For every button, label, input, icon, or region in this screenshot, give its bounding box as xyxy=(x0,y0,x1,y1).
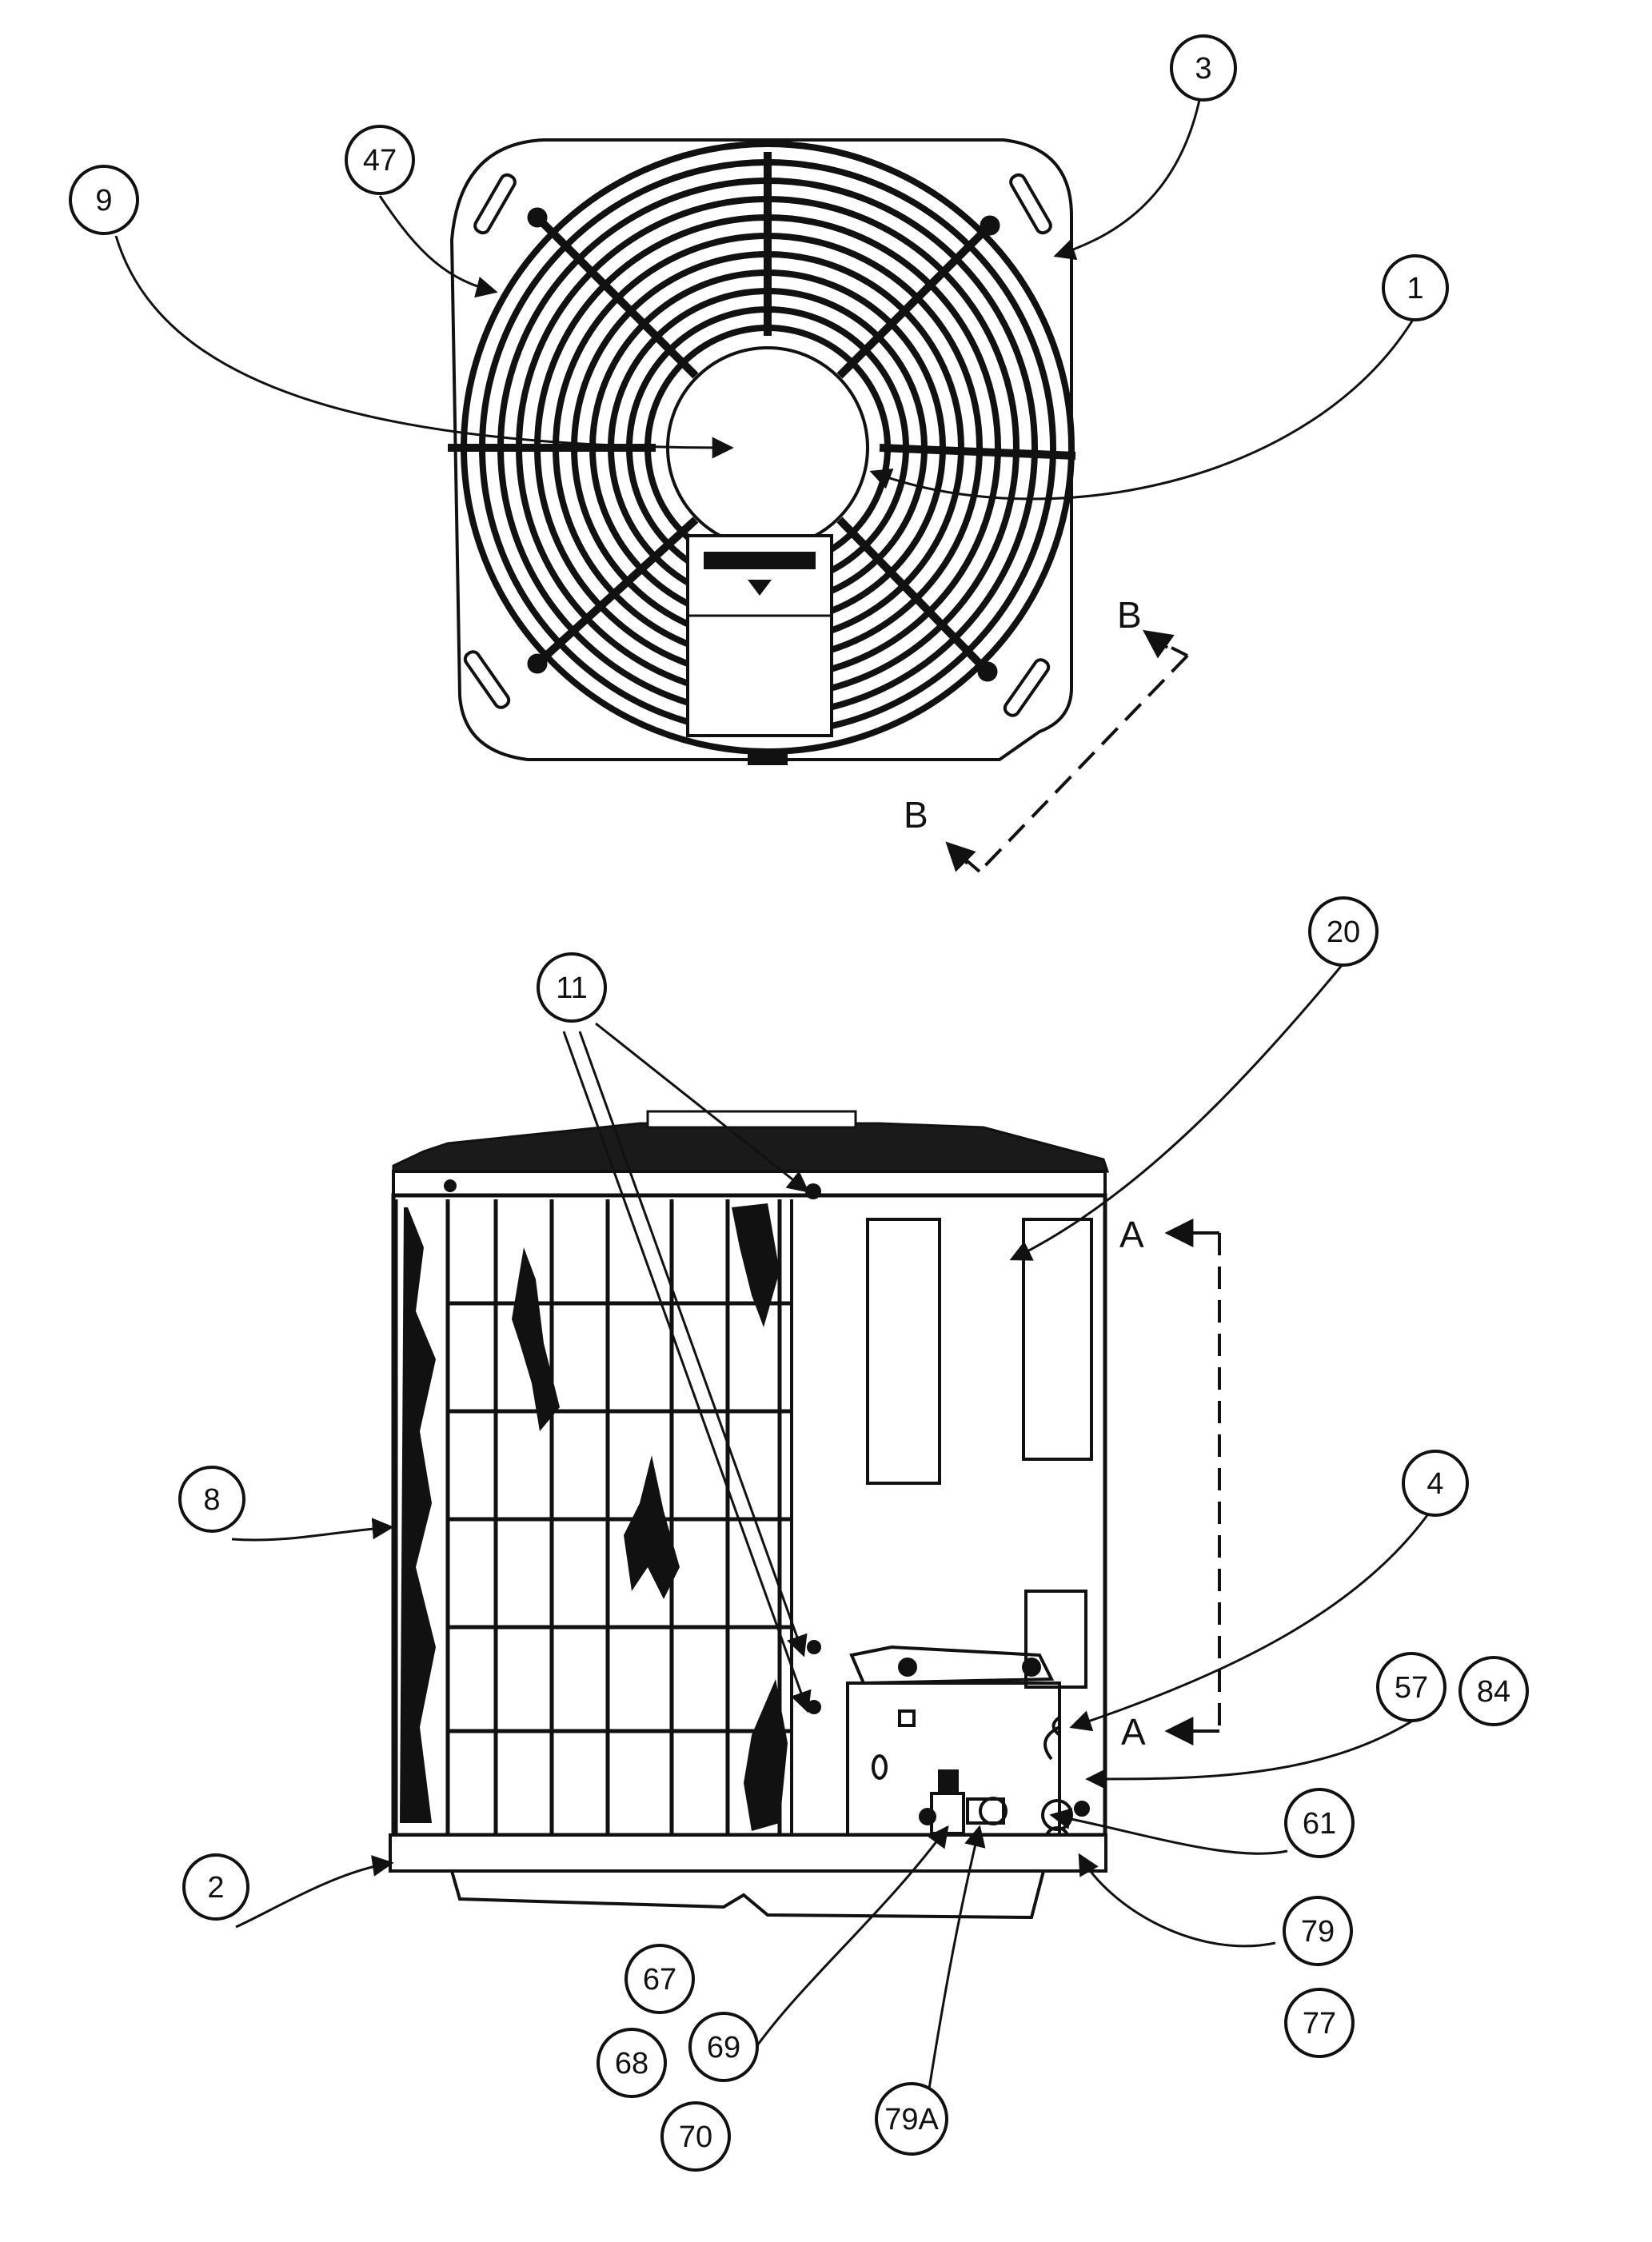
unit-base-rail xyxy=(389,1833,1107,1873)
callout-9: 9 xyxy=(69,165,139,235)
callout-57: 57 xyxy=(1376,1652,1446,1722)
callout-4-label: 4 xyxy=(1427,1467,1443,1501)
callout-70-label: 70 xyxy=(679,2120,712,2154)
guard-mount-bolts xyxy=(527,207,1000,682)
callout-69-label: 69 xyxy=(707,2031,740,2064)
section-marker-b-lower: B xyxy=(904,794,928,836)
callout-1: 1 xyxy=(1382,254,1449,321)
callout-79: 79 xyxy=(1283,1896,1353,1966)
leader-lines xyxy=(114,99,1429,2100)
condenser-coil-grille xyxy=(393,1199,792,1835)
callout-67: 67 xyxy=(624,1944,695,2014)
callout-79a: 79A xyxy=(875,2082,948,2156)
callout-3: 3 xyxy=(1170,34,1237,102)
callout-20: 20 xyxy=(1308,896,1379,967)
section-line-a xyxy=(1164,1219,1221,1745)
cover-slots xyxy=(463,173,1052,717)
callout-69: 69 xyxy=(688,2012,759,2082)
callout-77-label: 77 xyxy=(1303,2007,1336,2041)
callout-20-label: 20 xyxy=(1327,916,1360,949)
unit-top-rail xyxy=(392,1170,1107,1197)
unit-base-pan xyxy=(450,1870,1045,1920)
top-cover-panel xyxy=(449,138,1073,761)
callout-77: 77 xyxy=(1284,1988,1355,2058)
callout-68-label: 68 xyxy=(615,2047,648,2080)
service-panel xyxy=(790,1199,1093,1837)
callout-1-label: 1 xyxy=(1407,272,1423,305)
callout-79-label: 79 xyxy=(1301,1915,1335,1949)
fan-motor-label-plate xyxy=(686,534,833,737)
callout-68: 68 xyxy=(597,2028,667,2098)
callout-4: 4 xyxy=(1402,1450,1469,1517)
section-marker-a-lower: A xyxy=(1121,1711,1146,1753)
top-view xyxy=(448,138,1076,765)
callout-3-label: 3 xyxy=(1195,52,1211,86)
callout-57-label: 57 xyxy=(1395,1671,1428,1705)
section-marker-a-upper: A xyxy=(1119,1214,1144,1255)
callout-70: 70 xyxy=(660,2101,731,2172)
unit-front-view xyxy=(389,1110,1110,1920)
callout-79a-label: 79A xyxy=(884,2103,939,2136)
section-line-b xyxy=(945,629,1189,873)
callout-9-label: 9 xyxy=(95,184,112,217)
callout-67-label: 67 xyxy=(643,1963,676,1997)
section-marker-b-upper: B xyxy=(1117,594,1142,636)
callout-11: 11 xyxy=(537,952,607,1023)
callout-11-label: 11 xyxy=(556,971,587,1005)
callout-47-label: 47 xyxy=(363,144,397,178)
callout-84: 84 xyxy=(1458,1656,1529,1726)
callout-61: 61 xyxy=(1284,1788,1355,1858)
unit-cabinet xyxy=(391,1193,1107,1837)
callout-8: 8 xyxy=(178,1466,245,1533)
unit-top-cover-bump xyxy=(646,1110,857,1129)
callout-47: 47 xyxy=(345,125,415,195)
callout-8-label: 8 xyxy=(203,1483,220,1517)
callout-2: 2 xyxy=(182,1853,249,1921)
callout-2-label: 2 xyxy=(207,1871,224,1905)
coil-fin-shading xyxy=(400,1203,788,1831)
callout-61-label: 61 xyxy=(1303,1807,1336,1841)
fan-guard-spokes xyxy=(448,152,1076,675)
callout-84-label: 84 xyxy=(1477,1675,1510,1709)
